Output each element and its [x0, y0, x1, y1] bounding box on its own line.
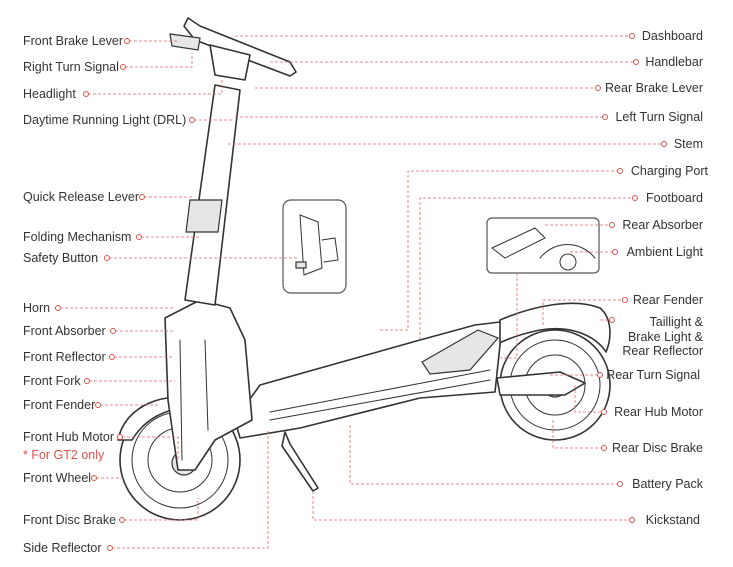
label-charging-port: Charging Port: [631, 164, 709, 178]
folding-mechanism-inset: [282, 199, 347, 294]
label-rear-fender: Rear Fender: [633, 293, 703, 307]
label-headlight: Headlight: [23, 87, 76, 101]
label-front-hub-motor: Front Hub Motor: [23, 430, 114, 444]
label-daytime-running-light: Daytime Running Light (DRL): [23, 113, 186, 127]
label-rear-disc-brake: Rear Disc Brake: [612, 441, 703, 455]
label-battery-pack: Battery Pack: [632, 477, 704, 491]
label-ambient-light: Ambient Light: [627, 245, 704, 259]
label-taillight-line-2: Brake Light &: [628, 330, 704, 344]
label-front-brake-lever: Front Brake Lever: [23, 34, 123, 48]
left-leader-lines: [55, 38, 297, 551]
label-left-turn-signal: Left Turn Signal: [615, 110, 703, 124]
label-safety-button: Safety Button: [23, 251, 98, 265]
label-horn: Horn: [23, 301, 50, 315]
rear-fender-shape: [494, 302, 611, 353]
label-quick-release-lever: Quick Release Lever: [23, 190, 139, 204]
label-front-fender: Front Fender: [23, 398, 95, 412]
label-rear-brake-lever: Rear Brake Lever: [605, 81, 703, 95]
right-leader-lines: [228, 33, 667, 523]
label-front-absorber: Front Absorber: [23, 324, 106, 338]
label-front-fork: Front Fork: [23, 374, 81, 388]
rear-absorber-inset: [486, 217, 600, 274]
label-footboard: Footboard: [646, 191, 703, 205]
label-stem: Stem: [674, 137, 703, 151]
label-taillight-line-1: Taillight &: [650, 315, 704, 329]
label-front-hub-note: * For GT2 only: [23, 448, 105, 462]
label-front-wheel: Front Wheel: [23, 471, 91, 485]
label-taillight-line-3: Rear Reflector: [622, 344, 703, 358]
label-handlebar: Handlebar: [645, 55, 703, 69]
handlebar-shape: [183, 17, 297, 77]
label-right-turn-signal: Right Turn Signal: [23, 60, 119, 74]
label-dashboard: Dashboard: [642, 29, 703, 43]
label-front-reflector: Front Reflector: [23, 350, 106, 364]
deck-shape: [234, 321, 501, 439]
left-labels: Front Brake Lever Right Turn Signal Head…: [23, 34, 186, 555]
stem-shape: [184, 84, 241, 306]
label-rear-absorber: Rear Absorber: [622, 218, 703, 232]
label-rear-turn-signal: Rear Turn Signal: [606, 368, 700, 382]
label-front-disc-brake: Front Disc Brake: [23, 513, 116, 527]
right-labels: Dashboard Handlebar Rear Brake Lever Lef…: [605, 29, 708, 527]
label-folding-mechanism: Folding Mechanism: [23, 230, 131, 244]
label-rear-hub-motor: Rear Hub Motor: [614, 405, 703, 419]
label-side-reflector: Side Reflector: [23, 541, 102, 555]
label-kickstand: Kickstand: [646, 513, 700, 527]
scooter-illustration: [117, 17, 611, 521]
